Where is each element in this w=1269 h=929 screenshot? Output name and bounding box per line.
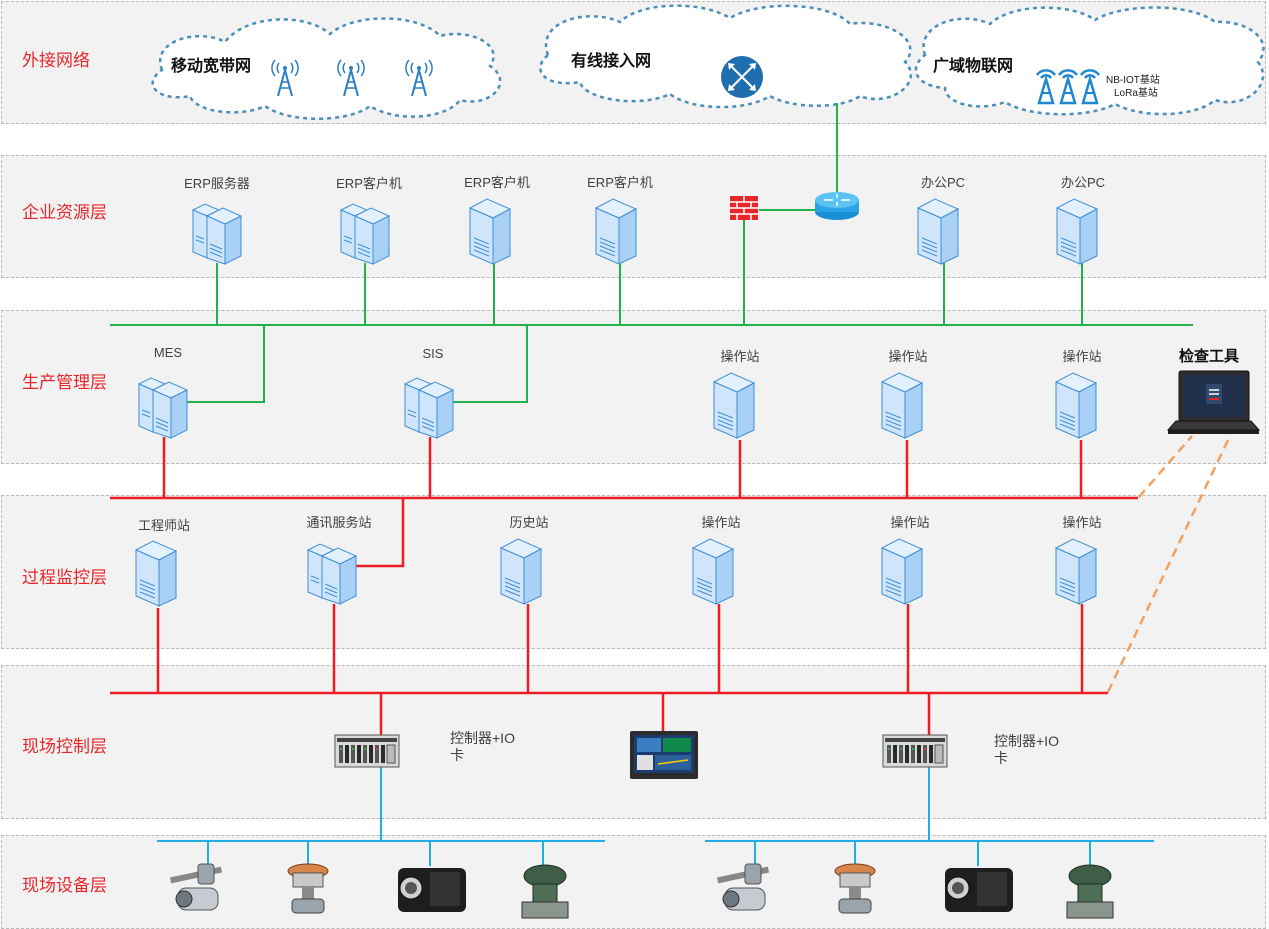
- inspection-tool-links: [1106, 435, 1232, 693]
- hmi-panel-icon: [630, 731, 698, 779]
- controller-io-rack-icon: [882, 734, 948, 768]
- erp-server-icon: [192, 203, 242, 265]
- engineer-station-icon: [135, 540, 177, 607]
- erp-client-icon: [595, 198, 637, 265]
- band-device: [1, 835, 1266, 929]
- history-station-icon: [500, 538, 542, 605]
- operator-station-icon: [1055, 372, 1097, 439]
- cloud-wan-iot: [914, 6, 1265, 116]
- actuator-icon: [945, 868, 1013, 912]
- node-label-history-station: 历史站: [509, 515, 549, 530]
- node-label-erp-client: ERP客户机: [587, 175, 653, 190]
- controller-label-left: 控制器+IO 卡: [450, 730, 515, 764]
- node-label-operator-station: 操作站: [1062, 515, 1102, 530]
- station-label-lora: LoRa基站: [1114, 88, 1158, 99]
- controller-label-left-line2: 卡: [450, 747, 464, 763]
- controller-io-rack-icon: [334, 734, 400, 768]
- layer-label-device: 现场设备层: [22, 876, 107, 895]
- firewall-icon: [730, 196, 758, 220]
- sis-server-icon: [404, 377, 454, 439]
- mes-server-icon: [138, 377, 188, 439]
- node-label-erp-client: ERP客户机: [464, 175, 530, 190]
- node-label-inspection-tool: 检查工具: [1178, 348, 1240, 365]
- station-label-nbiot: NB-IOT基站: [1106, 75, 1160, 86]
- pressure-transmitter-icon: [521, 864, 569, 919]
- layer-label-external: 外接网络: [22, 51, 90, 70]
- node-label-operator-station: 操作站: [890, 515, 930, 530]
- layer-label-erp: 企业资源层: [22, 203, 107, 222]
- node-label-engineer-station: 工程师站: [137, 518, 191, 533]
- controller-label-right-line2: 卡: [994, 750, 1008, 766]
- node-label-sis: SIS: [422, 346, 444, 361]
- operator-station-icon: [713, 372, 755, 439]
- router-icon: [815, 192, 859, 220]
- node-label-erp-client: ERP客户机: [336, 176, 402, 191]
- erp-client-icon: [340, 203, 390, 265]
- controller-label-right: 控制器+IO 卡: [994, 733, 1059, 767]
- control-valve-icon: [287, 863, 329, 914]
- node-label-comm-server: 通讯服务站: [306, 515, 372, 530]
- office-pc-icon: [1056, 198, 1098, 265]
- node-label-office-pc: 办公PC: [1060, 175, 1106, 190]
- layer-label-control: 现场控制层: [22, 737, 107, 756]
- band-monitor: [1, 495, 1266, 649]
- flowmeter-icon: [716, 863, 770, 911]
- actuator-icon: [398, 868, 466, 912]
- operator-station-icon: [881, 372, 923, 439]
- laptop-icon: [1166, 370, 1261, 434]
- switch-hub-icon: [721, 56, 763, 98]
- node-label-operator-station: 操作站: [720, 349, 760, 364]
- layer-label-mgmt: 生产管理层: [22, 373, 107, 392]
- management-network-lines: [110, 103, 1193, 403]
- control-valve-icon: [834, 863, 876, 914]
- operator-station-icon: [1055, 538, 1097, 605]
- node-label-office-pc: 办公PC: [920, 175, 966, 190]
- erp-client-icon: [469, 198, 511, 265]
- node-label-mes: MES: [153, 345, 183, 360]
- node-label-operator-station: 操作站: [1062, 349, 1102, 364]
- control-network-lines: [110, 437, 1138, 735]
- layer-label-monitor: 过程监控层: [22, 568, 107, 587]
- band-mgmt: [1, 310, 1266, 464]
- operator-station-icon: [881, 538, 923, 605]
- cloud-wired-access: [539, 4, 913, 109]
- fieldbus-lines: [157, 767, 1154, 866]
- operator-station-icon: [692, 538, 734, 605]
- node-label-operator-station: 操作站: [888, 349, 928, 364]
- cloud-label-wired: 有线接入网: [571, 53, 652, 70]
- node-label-operator-station: 操作站: [701, 515, 741, 530]
- flowmeter-icon: [169, 863, 223, 911]
- cloud-label-mobile: 移动宽带网: [171, 58, 252, 75]
- cloud-label-wan: 广域物联网: [933, 58, 1014, 75]
- comm-server-icon: [307, 543, 357, 605]
- controller-label-right-line1: 控制器+IO: [994, 733, 1059, 749]
- node-label-erp-server: ERP服务器: [184, 176, 250, 191]
- office-pc-icon: [917, 198, 959, 265]
- controller-label-left-line1: 控制器+IO: [450, 730, 515, 746]
- pressure-transmitter-icon: [1066, 864, 1114, 919]
